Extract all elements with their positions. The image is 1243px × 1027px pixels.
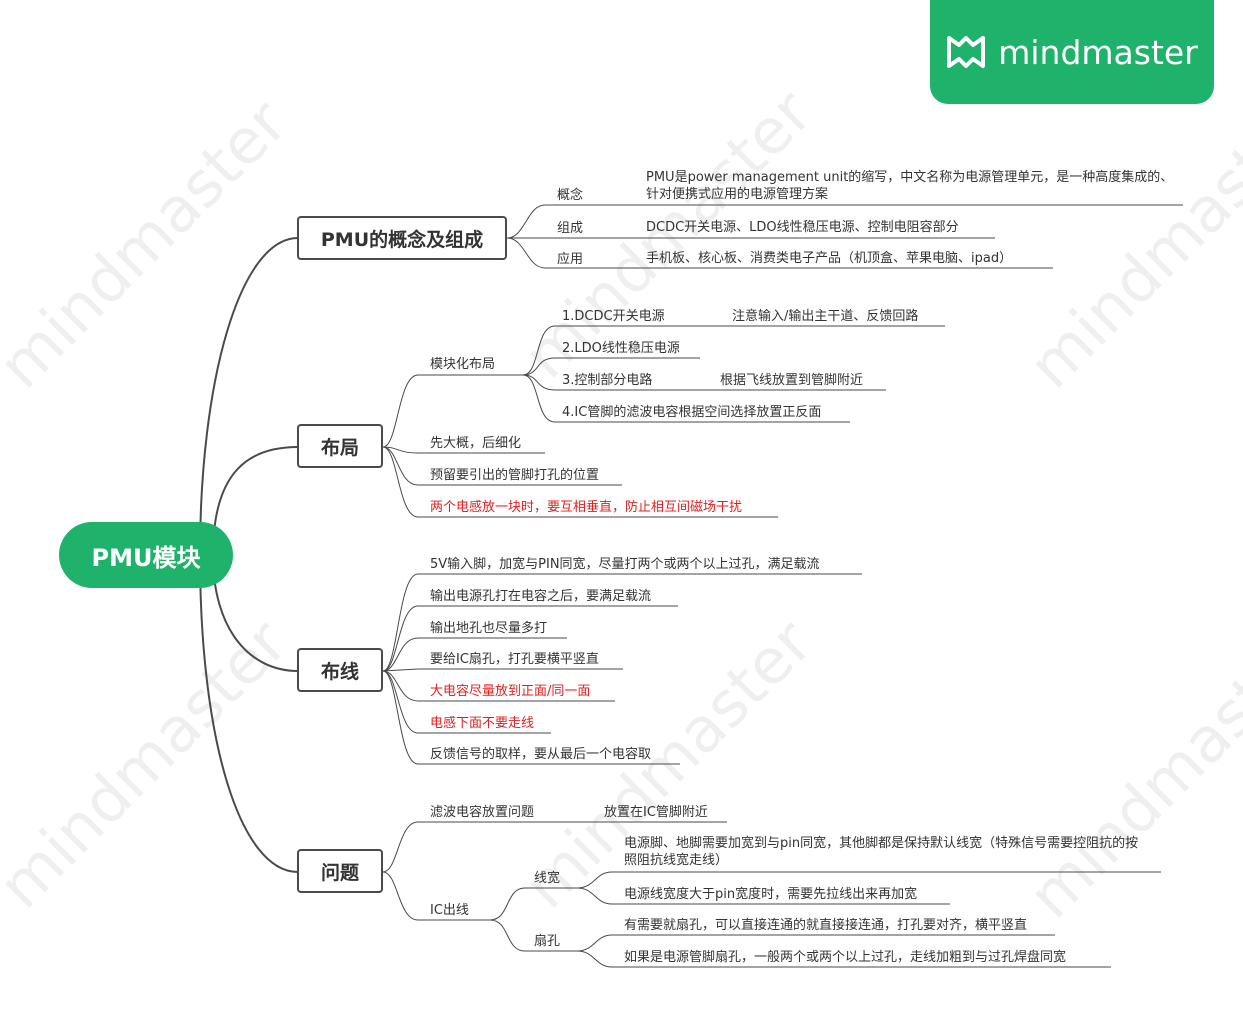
concept-detail[interactable]: PMU是power management unit的缩写，中文名称为电源管理单元… [646, 170, 1174, 202]
filter-cap-note[interactable]: 放置在IC管脚附近 [604, 805, 708, 820]
composition-detail[interactable]: DCDC开关电源、LDO线性稳压电源、控制电阻容部分 [646, 220, 959, 235]
routing-item[interactable]: 输出电源孔打在电容之后，要满足载流 [430, 589, 652, 604]
routing-item-highlight[interactable]: 电感下面不要走线 [430, 716, 535, 731]
modular-item-control-note[interactable]: 根据飞线放置到管脚附近 [720, 373, 864, 388]
fanout-item[interactable]: 有需要就扇孔，可以直接连通的就直接接连通，打孔要对齐，横平竖直 [624, 918, 1028, 933]
root-topic[interactable]: PMU模块 [59, 522, 233, 588]
modular-item-ic-filter[interactable]: 4.IC管脚的滤波电容根据空间选择放置正反面 [562, 405, 822, 420]
layout-item[interactable]: 先大概，后细化 [430, 436, 522, 451]
fanout-item[interactable]: 如果是电源管脚扇孔，一般两个或两个以上过孔，走线加粗到与过孔焊盘同宽 [624, 950, 1067, 965]
layout-item-highlight[interactable]: 两个电感放一块时，要互相垂直，防止相互间磁场干扰 [430, 500, 743, 515]
routing-item[interactable]: 反馈信号的取样，要从最后一个电容取 [430, 747, 652, 762]
fanout-label[interactable]: 扇孔 [534, 934, 561, 949]
mindmaster-logo-icon [947, 36, 986, 68]
line-width-label[interactable]: 线宽 [534, 871, 561, 886]
composition-label[interactable]: 组成 [557, 221, 584, 236]
ic-routing-label[interactable]: IC出线 [430, 903, 469, 918]
brand-name: mindmaster [998, 32, 1198, 72]
modular-layout-label[interactable]: 模块化布局 [430, 357, 496, 372]
topic-concept[interactable]: PMU的概念及组成 [297, 216, 507, 260]
concept-label[interactable]: 概念 [557, 188, 584, 203]
topic-layout[interactable]: 布局 [297, 424, 383, 468]
line-width-item[interactable]: 电源脚、地脚需要加宽到与pin同宽，其他脚都是保持默认线宽（特殊信号需要控阻抗的… [624, 836, 1139, 868]
modular-item-ldo[interactable]: 2.LDO线性稳压电源 [562, 341, 680, 356]
brand-logo: mindmaster [930, 0, 1214, 104]
routing-item-highlight[interactable]: 大电容尽量放到正面/同一面 [430, 684, 591, 699]
layout-item[interactable]: 预留要引出的管脚打孔的位置 [430, 468, 600, 483]
application-detail[interactable]: 手机板、核心板、消费类电子产品（机顶盒、苹果电脑、ipad） [646, 251, 1013, 266]
routing-item[interactable]: 输出地孔也尽量多打 [430, 621, 548, 636]
filter-cap-issue[interactable]: 滤波电容放置问题 [430, 805, 535, 820]
line-width-item[interactable]: 电源线宽度大于pin宽度时，需要先拉线出来再加宽 [624, 887, 918, 902]
modular-item-dcdc-note[interactable]: 注意输入/输出主干道、反馈回路 [732, 309, 919, 324]
topic-routing[interactable]: 布线 [297, 648, 383, 692]
topic-issues[interactable]: 问题 [297, 849, 383, 893]
modular-item-dcdc[interactable]: 1.DCDC开关电源 [562, 309, 665, 324]
routing-item[interactable]: 要给IC扇孔，打孔要横平竖直 [430, 652, 599, 667]
application-label[interactable]: 应用 [557, 252, 584, 267]
modular-item-control[interactable]: 3.控制部分电路 [562, 373, 653, 388]
routing-item[interactable]: 5V输入脚，加宽与PIN同宽，尽量打两个或两个以上过孔，满足载流 [430, 557, 820, 572]
